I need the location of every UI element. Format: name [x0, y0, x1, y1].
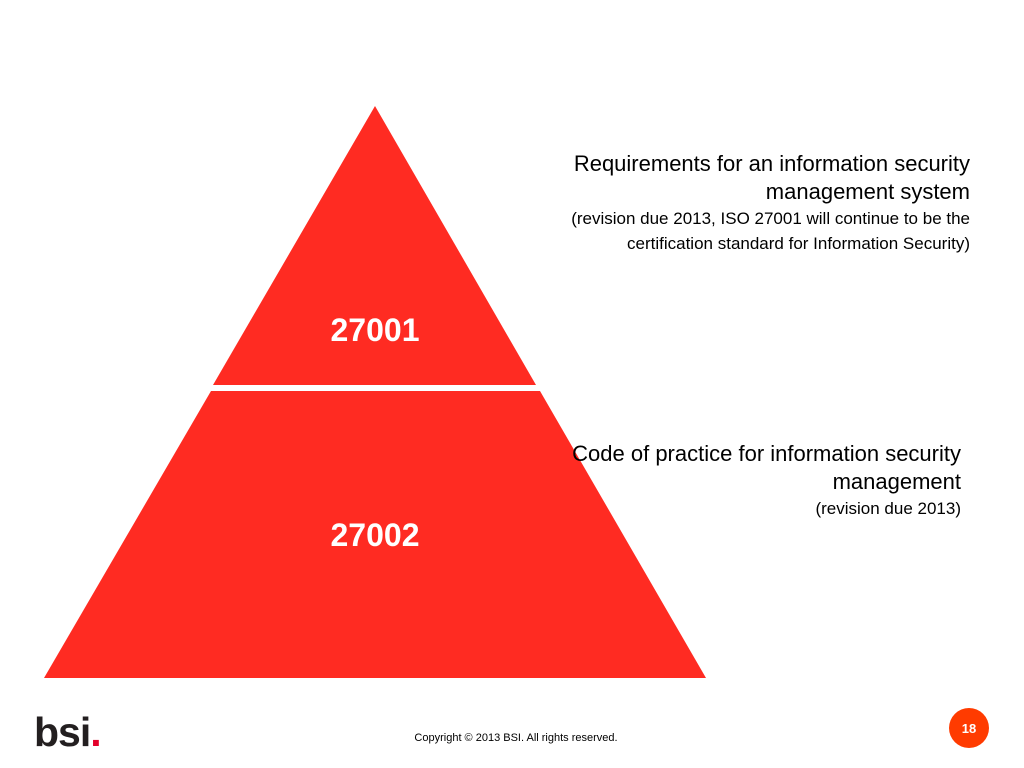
page-number-badge: 18 [949, 708, 989, 748]
pyramid-tier-27002 [44, 391, 706, 678]
tier-description-sub: (revision due 2013) [815, 499, 961, 518]
tier-description-main: Code of practice for information securit… [572, 441, 961, 494]
page-number: 18 [961, 720, 977, 736]
logo-text: bsi [34, 709, 91, 755]
copyright-notice: Copyright © 2013 BSI. All rights reserve… [0, 732, 1024, 744]
tier-description-27002: Code of practice for information securit… [541, 440, 961, 521]
tier-label-27001: 27001 [330, 312, 420, 348]
tier-description-sub: (revision due 2013, ISO 27001 will conti… [571, 209, 970, 253]
tier-description-main: Requirements for an information security… [573, 151, 970, 204]
pyramid-tier-27001 [213, 106, 536, 385]
bsi-logo: bsi. [34, 709, 102, 755]
tier-label-27002: 27002 [330, 517, 420, 553]
logo-dot: . [90, 709, 101, 755]
tier-description-27001: Requirements for an information security… [550, 150, 970, 256]
copyright-text: Copyright © 2013 BSI. All rights reserve… [414, 732, 618, 744]
